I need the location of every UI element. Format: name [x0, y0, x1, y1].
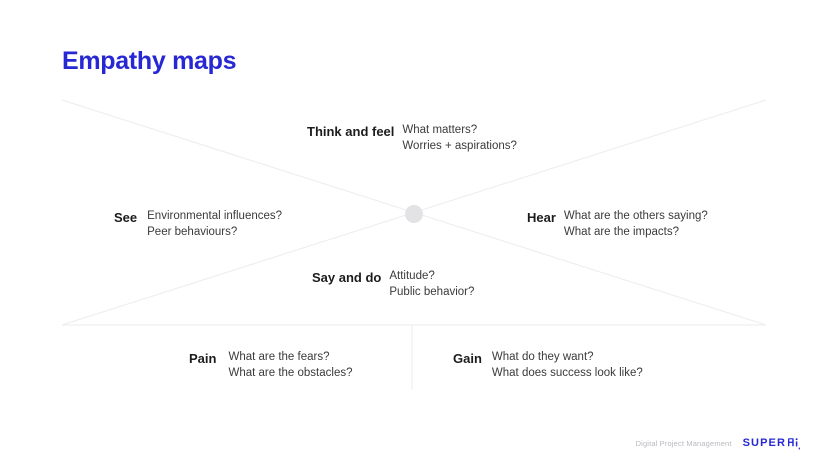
empathy-block-gain[interactable]: Gain What do they want? What does succes…: [453, 350, 643, 381]
block-lines-pain: What are the fears? What are the obstacl…: [228, 350, 352, 381]
block-line: What are the impacts?: [563, 225, 679, 238]
empathy-block-think-and-feel[interactable]: Think and feel What matters? Worries + a…: [307, 123, 517, 154]
empathy-block-say-and-do[interactable]: Say and do Attitude? Public behavior?: [312, 269, 474, 300]
block-lines-hear: What are the others saying? What are the…: [564, 209, 708, 240]
empathy-block-pain[interactable]: Pain What are the fears? What are the ob…: [189, 350, 352, 381]
block-label-pain: Pain: [189, 351, 217, 366]
empathy-block-see[interactable]: See Environmental influences? Peer behav…: [114, 209, 282, 240]
brand-wordmark: SUPER: [742, 437, 786, 449]
block-lines-say-and-do: Attitude? Public behavior?: [389, 269, 474, 300]
block-line: Worries + aspirations?: [402, 139, 517, 152]
block-label-gain: Gain: [453, 351, 482, 366]
empathy-block-hear[interactable]: Hear What are the others saying? What ar…: [527, 209, 708, 240]
footer-caption: Digital Project Management: [635, 438, 732, 448]
block-line: Public behavior?: [389, 285, 475, 298]
slide-footer: Digital Project Management SUPER: [635, 437, 801, 450]
diagram-center-node: [405, 205, 423, 223]
block-line: Peer behaviours?: [147, 225, 238, 238]
block-line: Environmental influences?: [147, 210, 283, 222]
block-lines-think-and-feel: What matters? Worries + aspirations?: [402, 123, 517, 154]
block-label-think-and-feel: Think and feel: [307, 124, 395, 139]
block-label-see: See: [114, 210, 138, 225]
block-line: What are the others saying?: [563, 210, 708, 222]
superhi-hi-mark-icon: [787, 437, 801, 450]
block-line: What matters?: [402, 124, 478, 136]
block-line: What are the fears?: [228, 351, 330, 363]
superhi-logo: SUPER: [742, 437, 801, 450]
block-label-say-and-do: Say and do: [312, 270, 382, 285]
block-lines-gain: What do they want? What does success loo…: [492, 350, 643, 381]
block-line: What does success look like?: [491, 366, 643, 379]
block-line: What do they want?: [491, 351, 594, 363]
block-label-hear: Hear: [527, 210, 556, 225]
page-title: Empathy maps: [62, 47, 237, 75]
block-line: Attitude?: [389, 270, 435, 282]
block-line: What are the obstacles?: [228, 366, 353, 379]
block-lines-see: Environmental influences? Peer behaviour…: [147, 209, 282, 240]
